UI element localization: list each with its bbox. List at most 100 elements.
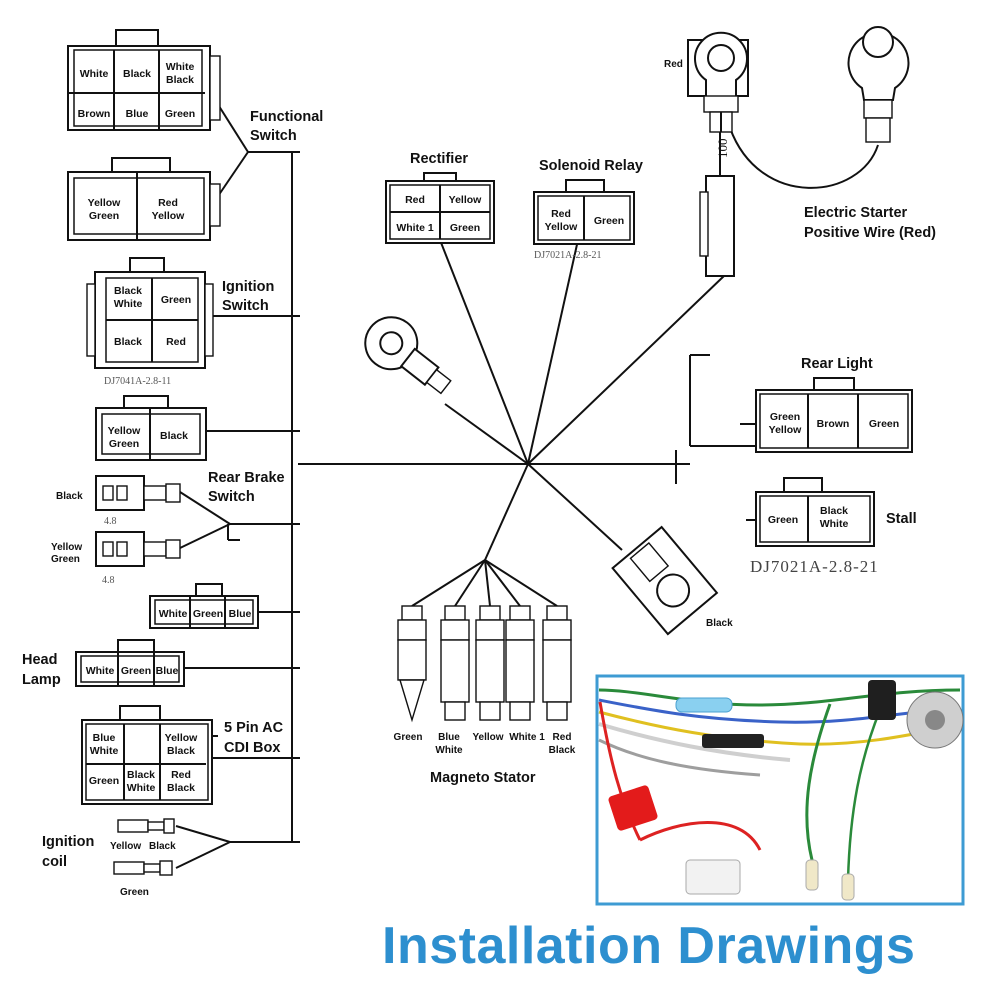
stall-connector: Green Black White DJ7021A-2.8-21 [750, 477, 879, 576]
stall-label: Stall [886, 511, 917, 527]
magneto-wire-4a: Red [553, 732, 572, 743]
rectifier-pin-white-1: White 1 [396, 222, 433, 234]
cdi-pin-white: White [90, 745, 119, 757]
magneto-wire-3a: White 1 [509, 732, 545, 743]
ignition-switch-pin-bw-a: Black [114, 285, 142, 297]
functional-switch-label-1: Functional [250, 109, 323, 125]
harness-lines [175, 94, 879, 869]
stall-part-code: DJ7021A-2.8-21 [750, 557, 879, 576]
ignition-coil-terminals [113, 818, 175, 876]
rectifier-pin-red: Red [405, 194, 425, 206]
cdi-pin-red-black-b: Black [167, 782, 195, 794]
solenoid-pin-yellow: Yellow [545, 221, 579, 233]
magneto-terminal-green [397, 605, 427, 723]
rectifier-label: Rectifier [410, 151, 468, 167]
three-pin-green: Green [193, 608, 223, 620]
yg-black-pin-black: Black [160, 430, 188, 442]
functional-switch-ry-b: Yellow [152, 210, 186, 222]
head-lamp-pin-white: White [86, 665, 115, 677]
magneto-stator-terminals [397, 605, 572, 723]
magneto-wire-1a: Blue [438, 732, 460, 743]
head-lamp-label-2: Lamp [22, 672, 61, 688]
functional-switch-ry-a: Red [158, 197, 178, 209]
starter-inline-fuse: 100 [699, 139, 735, 277]
ignition-switch-pin-bw-b: White [114, 298, 143, 310]
functional-switch-pin-green: Green [165, 108, 195, 120]
harness-photo [595, 674, 965, 906]
ground-ring-terminal-left [364, 316, 452, 395]
rectifier-pin-yellow: Yellow [449, 194, 483, 206]
magneto-terminal-white-1 [505, 605, 535, 721]
functional-switch-pin-blue: Blue [126, 108, 149, 120]
solenoid-pin-green: Green [594, 215, 624, 227]
functional-switch-pin-brown: Brown [78, 108, 111, 120]
rear-brake-wire-yellow: Yellow [51, 542, 82, 553]
functional-switch-label-2: Switch [250, 128, 297, 144]
rear-brake-wire-black: Black [56, 491, 83, 502]
cdi-pin-red-black-a: Red [171, 769, 191, 781]
magneto-terminal-blue-white [440, 605, 470, 721]
rear-light-pin-brown: Brown [817, 418, 850, 430]
three-pin-blue: Blue [229, 608, 252, 620]
head-lamp-connector: White Green Blue [75, 639, 185, 687]
functional-switch-pin-white-black-a: White [166, 61, 195, 73]
ignition-coil-label-2: coil [42, 854, 67, 870]
yellow-green-black-connector: Yellow Green Black [95, 395, 207, 461]
cdi-pin-yellow: Yellow [165, 732, 199, 744]
ignition-switch-part-code: DJ7041A-2.8-11 [104, 376, 171, 387]
yg-black-pin-green: Green [109, 438, 139, 450]
functional-switch-connector-6pin: White Black White Black Brown Blue Green [67, 29, 221, 131]
magneto-wire-2a: Yellow [472, 732, 503, 743]
rear-light-label: Rear Light [801, 356, 873, 372]
ground-ring-terminal-boxed [611, 525, 719, 636]
installation-drawings-title: Installation Drawings [382, 917, 916, 975]
ignition-coil-wire-yellow: Yellow [110, 841, 141, 852]
ignition-coil-wire-black: Black [149, 841, 176, 852]
head-lamp-pin-blue: Blue [156, 665, 179, 677]
rear-brake-label-1: Rear Brake [208, 470, 285, 486]
solenoid-label: Solenoid Relay [539, 158, 643, 174]
magneto-wire-4b: Black [549, 745, 576, 756]
rear-brake-wire-green: Green [51, 554, 80, 565]
functional-switch-connector-2pin: Yellow Green Red Yellow [67, 157, 221, 241]
ignition-coil-wire-green: Green [120, 887, 149, 898]
functional-switch-yg-a: Yellow [88, 197, 122, 209]
three-pin-connector: White Green Blue [149, 583, 259, 629]
magneto-terminal-red-black [542, 605, 572, 721]
stall-pin-green: Green [768, 514, 798, 526]
cdi-pin-green: Green [89, 775, 119, 787]
cdi-box-connector: Blue White Yellow Black Green Black Whit… [81, 705, 213, 805]
head-lamp-label-1: Head [22, 652, 57, 668]
starter-fuse-rating: 100 [715, 139, 730, 159]
cdi-pin-black-white-a: Black [127, 769, 155, 781]
rear-brake-label-2: Switch [208, 489, 255, 505]
ignition-switch-pin-green: Green [161, 294, 191, 306]
ignition-switch-pin-black: Black [114, 336, 142, 348]
rear-brake-size-2: 4.8 [102, 575, 115, 586]
ignition-coil-label-1: Ignition [42, 834, 94, 850]
functional-switch-pin-white: White [80, 68, 109, 80]
solenoid-part-code: DJ7021A-2.8-21 [534, 250, 602, 261]
cdi-pin-blue: Blue [93, 732, 116, 744]
rear-brake-terminal-2: 4.8 [95, 531, 181, 586]
magneto-stator-label: Magneto Stator [430, 770, 536, 786]
ignition-switch-pin-red: Red [166, 336, 186, 348]
ignition-switch-label-2: Switch [222, 298, 269, 314]
solenoid-pin-red: Red [551, 208, 571, 220]
stall-pin-white: White [820, 518, 849, 530]
stall-pin-black: Black [820, 505, 848, 517]
rear-light-pin-green: Green [770, 411, 800, 423]
magneto-terminal-yellow [475, 605, 505, 721]
yg-black-pin-yellow: Yellow [108, 425, 142, 437]
starter-label-1: Electric Starter [804, 205, 908, 221]
rear-light-pin-green-2: Green [869, 418, 899, 430]
cdi-label-1: 5 Pin AC [224, 720, 284, 736]
starter-ring-terminal-boxed [687, 31, 749, 133]
starter-ring-terminal [847, 26, 910, 143]
rectifier-connector: Red Yellow White 1 Green [385, 172, 495, 244]
cdi-pin-black: Black [167, 745, 195, 757]
cdi-pin-black-white-b: White [127, 782, 156, 794]
functional-switch-pin-white-black-b: Black [166, 74, 194, 86]
rectifier-pin-green: Green [450, 222, 480, 234]
